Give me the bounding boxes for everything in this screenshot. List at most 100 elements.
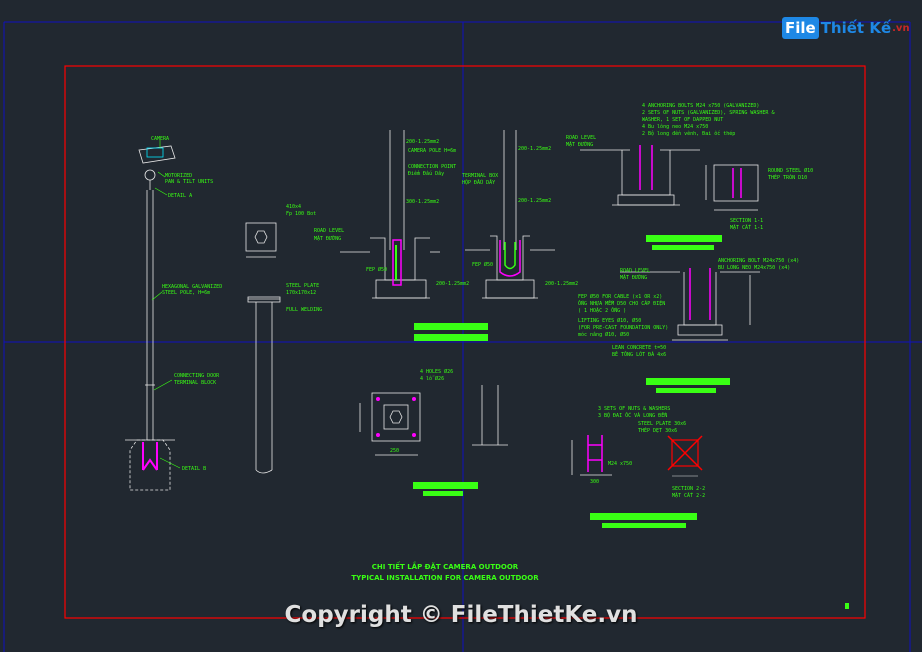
label-road-level-a: ROAD LEVEL — [314, 228, 344, 234]
label-camera: CAMERA — [151, 136, 169, 142]
label-conn-2: TERMINAL BLOCK — [174, 380, 216, 386]
label-steel-plate: STEEL PLATE — [286, 283, 319, 289]
label-conn-1: CONNECTING DOOR — [174, 373, 220, 379]
label-cable-d: 200-1.25mm2 — [545, 281, 578, 287]
bolt-section-top — [580, 149, 759, 211]
hex-plate-detail — [245, 222, 281, 474]
filethietke-logo[interactable]: File Thiết Kế .vn — [782, 14, 910, 42]
label-fep-cable2: ỐNG NHỰA MỀM D50 CHO CÁP ĐIỆN — [578, 299, 665, 307]
label-anchor-2: 2 SETS OF NUTS (GALVANIZED), SPRING WASH… — [642, 110, 774, 116]
label-cable-b: 200-1.25mm2 — [518, 198, 551, 204]
label-nuts-2: 3 BỘ ĐAI ỐC VÀ LONG ĐỀN — [598, 411, 667, 419]
title-bar-d2 — [652, 245, 714, 250]
title-bar-d1 — [646, 235, 722, 242]
label-motorized-1: MOTORIZED — [165, 173, 192, 179]
label-hex-2: STEEL POLE, H=6m — [162, 290, 210, 296]
label-bolt-750: M24 x750 — [608, 461, 632, 467]
foundation-anchor — [620, 271, 760, 341]
label-p1: 410x4 — [286, 204, 301, 210]
label-detail-b: DETAIL B — [182, 466, 206, 472]
label-full-welding: FULL WELDING — [286, 307, 322, 313]
label-anchor-5: 2 Bộ long đền vênh, Đai ốc thép — [642, 130, 735, 137]
label-motorized-2: PAN & TILT UNITS — [165, 179, 213, 185]
label-conn-point: CONNECTION POINT — [408, 164, 456, 170]
title-bar-a1 — [414, 323, 488, 330]
label-lifting-3: móc nâng Ø10, Ø50 — [578, 331, 629, 338]
label-section-22b: MẶT CẮT 2-2 — [672, 492, 705, 499]
label-round-steel2: THÉP TRÒN D10 — [768, 173, 807, 181]
label-road-level-a2: MẶT ĐƯỜNG — [314, 235, 341, 242]
label-camera-pole: CAMERA POLE H=6m — [408, 148, 456, 154]
drawing-title-1: CHI TIẾT LẮP ĐẶT CAMERA OUTDOOR — [372, 561, 519, 571]
label-section-22: SECTION 2-2 — [672, 486, 705, 492]
logo-file-text: File — [782, 17, 819, 39]
label-pipe-a: 200-1.25mm2 — [406, 139, 439, 145]
title-bar-e2 — [656, 388, 716, 393]
title-bar-c2 — [423, 491, 463, 496]
label-anchoring-bolt2: BU LONG NEO M24x750 (x4) — [718, 265, 790, 271]
label-lifting-2: (FOR PRE-CAST FOUNDATION ONLY) — [578, 325, 668, 331]
base-plate-plan — [359, 385, 508, 456]
bolt-top-magenta — [639, 145, 742, 198]
pole-leaders — [151, 140, 181, 469]
title-bar-f1 — [590, 513, 697, 520]
label-cable-c: 200-1.25mm2 — [436, 281, 469, 287]
label-nuts-1: 3 SETS OF NUTS & WASHERS — [598, 406, 670, 412]
drawing-frame — [64, 65, 866, 619]
pole-elevation — [125, 145, 176, 491]
label-steel-plate-22b: THÉP DẸT 30x6 — [638, 426, 677, 434]
viewport-grid — [3, 21, 922, 652]
logo-vn-text: .vn — [892, 22, 910, 34]
foundation-section-a — [340, 130, 440, 299]
anchor-cage — [571, 440, 612, 476]
label-hex-1: HEXAGONAL GALVANIZED — [162, 284, 222, 290]
label-road-level-b2: MẶT ĐƯỜNG — [566, 141, 593, 148]
label-anchor-1: 4 ANCHORING BOLTS M24 x750 (GALVANIZED) — [642, 103, 759, 109]
title-bar-f2 — [602, 523, 686, 528]
logo-thietke-text: Thiết Kế — [820, 19, 892, 37]
label-fep-b: FEP Ø50 — [472, 261, 493, 268]
title-bar-e1 — [646, 378, 730, 385]
label-lean-2: BÊ TÔNG LÓT ĐÁ 4x6 — [612, 350, 666, 358]
label-lifting-1: LIFTING EYES Ø10, Ø50 — [578, 317, 641, 324]
drawing-title-2: TYPICAL INSTALLATION FOR CAMERA OUTDOOR — [351, 574, 539, 582]
title-bar-c1 — [413, 482, 478, 489]
dim-250-plan: 250 — [390, 448, 399, 454]
base-plate-holes — [376, 397, 416, 437]
pole-magenta — [142, 442, 158, 471]
label-road-level-c2: MẶT ĐƯỜNG — [620, 274, 647, 281]
dim-300-cage: 300 — [590, 479, 599, 485]
anchor-cage-magenta — [587, 435, 603, 472]
label-anchor-3: WASHER, 1 SET OF DAPPED NUT — [642, 117, 723, 123]
anchor-magenta — [689, 268, 711, 320]
label-fep-cable: FEP Ø50 FOR CABLE (x1 OR x2) — [578, 293, 662, 300]
label-cable-a: 300-1.25mm2 — [406, 199, 439, 205]
label-terminal-box2: HỘP ĐẤU DÂY — [462, 178, 495, 186]
label-fep-cable3: ( 1 HOẶC 2 ỐNG ) — [578, 307, 626, 314]
section-22 — [667, 435, 703, 477]
copyright-watermark: Copyright © FileThietKe.vn — [284, 602, 638, 628]
label-anchor-4: 4 Bu lông neo M24 x750 — [642, 123, 708, 130]
label-section-11: SECTION 1-1 — [730, 218, 763, 224]
title-bar-a2 — [414, 334, 488, 341]
label-conn-point2: Điểm Đấu Dây — [408, 170, 444, 177]
label-steel-plate-22: STEEL PLATE 30x6 — [638, 421, 686, 427]
fep-a — [392, 239, 402, 286]
corner-mark — [845, 603, 849, 609]
label-steel-size: 170x170x12 — [286, 290, 316, 296]
cable-b — [504, 242, 516, 270]
label-pipe-b: 200-1.25mm2 — [518, 146, 551, 152]
label-section-11b: MẶT CẮT 1-1 — [730, 224, 763, 231]
label-fep-a: FEP Ø50 — [366, 266, 387, 273]
label-holes-1: 4 HOLES Ø26 — [420, 368, 453, 375]
label-detail-a: DETAIL A — [168, 193, 192, 199]
label-anchoring-bolt: ANCHORING BOLT M24x750 (x4) — [718, 258, 799, 264]
label-lean-1: LEAN CONCRETE t=50 — [612, 345, 666, 351]
fep-b — [499, 240, 521, 277]
label-road-level-b: ROAD LEVEL — [566, 135, 596, 141]
label-p2: Fp 100 Bot — [286, 211, 316, 217]
label-holes-2: 4 lỗ Ø26 — [420, 375, 444, 382]
label-road-level-c: ROAD LEVEL — [620, 268, 650, 274]
